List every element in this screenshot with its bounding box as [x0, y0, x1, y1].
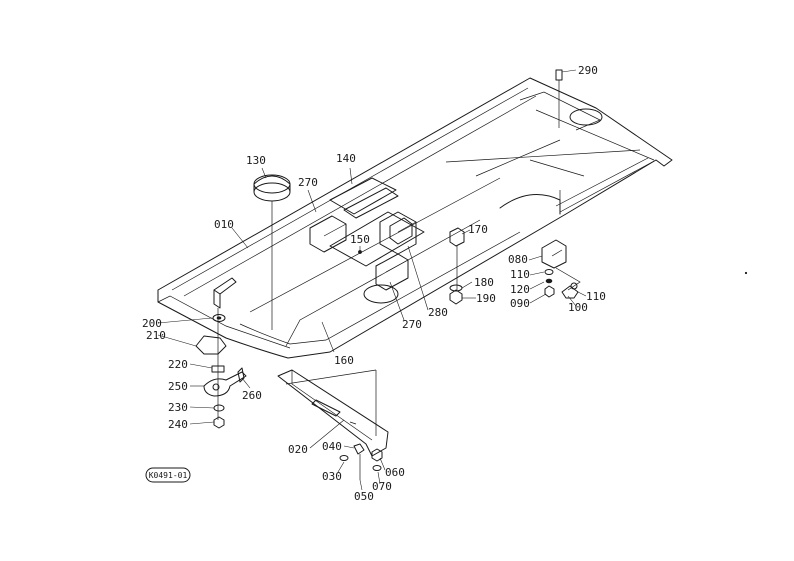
callout-020: 020: [288, 443, 308, 456]
callout-150: 150: [350, 233, 370, 246]
washer-070: [372, 465, 382, 471]
bolt-040: [353, 443, 365, 480]
drawing-code: K0491-01: [149, 471, 188, 480]
bolt-170: [449, 227, 465, 290]
callout-060: 060: [385, 466, 405, 479]
pin-100: [561, 282, 579, 299]
callout-190: 190: [476, 292, 496, 305]
washer-030: [339, 455, 349, 461]
callout-270a: 270: [298, 176, 318, 189]
spring-220: [211, 365, 225, 373]
callout-290: 290: [578, 64, 598, 77]
latch-bracket: [195, 335, 227, 355]
callout-110b: 110: [586, 290, 606, 303]
callout-280: 280: [428, 306, 448, 319]
callout-140: 140: [336, 152, 356, 165]
callout-180: 180: [474, 276, 494, 289]
callout-230: 230: [168, 401, 188, 414]
callout-120: 120: [510, 283, 530, 296]
callout-240: 240: [168, 418, 188, 431]
washer-230: [213, 404, 225, 412]
washer-110a: [544, 269, 554, 275]
callout-200: 200: [142, 317, 162, 330]
callout-160: 160: [334, 354, 354, 367]
washer-120: [545, 278, 553, 284]
drawing-code-stamp: K0491-01: [145, 467, 191, 483]
callout-030: 030: [322, 470, 342, 483]
leader-lines: [157, 69, 587, 491]
callout-100: 100: [568, 301, 588, 314]
callout-170: 170: [468, 223, 488, 236]
callout-210: 210: [146, 329, 166, 342]
stud-290: [555, 69, 563, 128]
nut-060: [371, 448, 383, 462]
callout-250: 250: [168, 380, 188, 393]
nut-090: [544, 285, 555, 298]
callout-010: 010: [214, 218, 234, 231]
grommet-130: [253, 174, 291, 330]
callout-070: 070: [372, 480, 392, 493]
callout-050: 050: [354, 490, 374, 503]
bracket-020: [277, 369, 389, 457]
callout-260: 260: [242, 389, 262, 402]
washer-210: [212, 314, 226, 322]
floor-plate: [157, 77, 673, 359]
callout-080: 080: [508, 253, 528, 266]
callout-270b: 270: [402, 318, 422, 331]
lever-250: [203, 371, 247, 397]
spring-pin-260: [237, 367, 245, 383]
callout-220: 220: [168, 358, 188, 371]
callout-040: 040: [322, 440, 342, 453]
nut-190: [449, 289, 463, 305]
bolt-200: [213, 277, 237, 420]
nut-240: [213, 416, 225, 429]
callout-130: 130: [246, 154, 266, 167]
callout-110a: 110: [510, 268, 530, 281]
callout-090: 090: [510, 297, 530, 310]
